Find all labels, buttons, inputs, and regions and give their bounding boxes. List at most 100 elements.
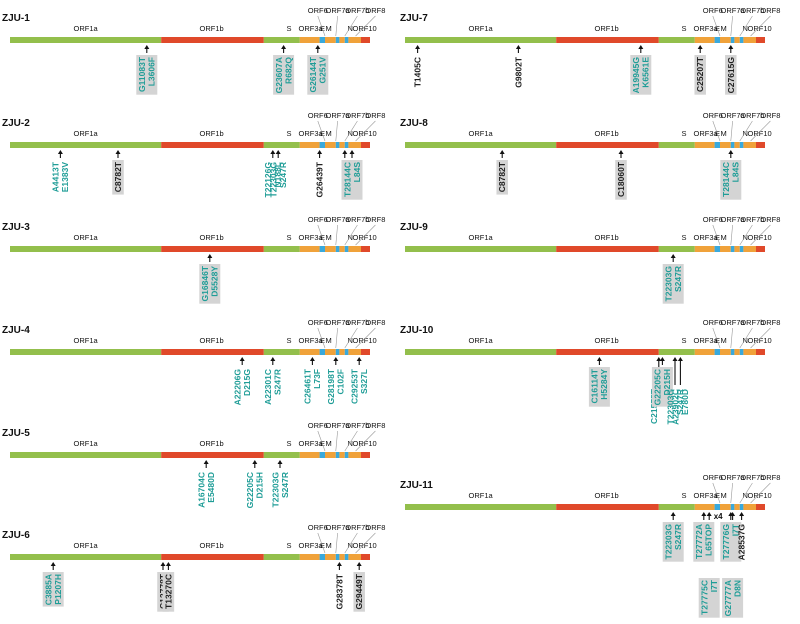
- gene-label: ORF10: [353, 129, 377, 138]
- gene-label: ORF7a: [721, 6, 746, 15]
- gene-label: ORF3a: [694, 336, 719, 345]
- gene-label: ORF7b: [345, 215, 369, 224]
- genome-segment: [734, 504, 740, 510]
- gene-label: ORF7a: [721, 111, 746, 120]
- genome-segment: [10, 554, 162, 560]
- mutation-arrowhead: [333, 357, 339, 361]
- gene-label: ORF1b: [200, 24, 224, 33]
- gene-label: ORF3a: [299, 541, 324, 550]
- sample-title: ZJU-6: [2, 530, 30, 541]
- mutation-label: D215G: [242, 369, 252, 396]
- mutation-arrowhead: [281, 45, 287, 49]
- genome-segment: [361, 452, 370, 458]
- mutation-arrowhead: [315, 45, 321, 49]
- repeat-annotation: x4: [714, 512, 723, 521]
- gene-label: ORF1b: [595, 336, 619, 345]
- gene-leader-line: [750, 482, 771, 504]
- gene-label: S: [286, 233, 291, 242]
- mutation-label: T27772A: [694, 524, 704, 559]
- mutation-label: N188L: [273, 162, 283, 188]
- gene-label: S: [286, 24, 291, 33]
- mutation-label: S247R: [280, 472, 290, 498]
- gene-label: ORF7b: [345, 421, 369, 430]
- gene-label: ORF1a: [74, 24, 99, 33]
- mutation-arrowhead: [656, 357, 662, 361]
- gene-label: ORF8: [760, 6, 780, 15]
- genome-segment: [720, 504, 731, 510]
- mutation-arrowhead: [57, 150, 63, 154]
- mutation-arrowhead: [309, 357, 315, 361]
- genome-segment: [344, 349, 349, 355]
- mutation-highlight: [307, 55, 329, 95]
- gene-label: ORF1b: [595, 233, 619, 242]
- mutation-label: S247R: [673, 524, 683, 550]
- mutation-highlight: [720, 522, 742, 562]
- gene-label: ORF8: [760, 473, 780, 482]
- sample-title: ZJU-8: [400, 118, 428, 129]
- mutation-arrowhead: [270, 357, 276, 361]
- genome-segment: [405, 246, 557, 252]
- mutation-marker: A28537G: [737, 512, 747, 560]
- genome-segment: [743, 504, 756, 510]
- sample-panel-zju-8: ZJU-8ORF1aORF1bSORF3aEMNORF10ORF6ORF7aOR…: [400, 111, 780, 200]
- mutation-arrowhead: [270, 150, 276, 154]
- gene-label: ORF7a: [721, 318, 746, 327]
- genome-segment: [325, 37, 336, 43]
- genome-segment: [299, 554, 320, 560]
- mutation-label: L84S: [731, 162, 741, 183]
- gene-label: N: [742, 491, 747, 500]
- mutation-label: E780D: [680, 389, 690, 415]
- gene-label: ORF10: [353, 233, 377, 242]
- mutation-marker: C27615G: [725, 45, 737, 95]
- mutation-highlight: [588, 367, 610, 407]
- gene-label: M: [720, 233, 726, 242]
- genome-segment: [361, 349, 370, 355]
- mutation-label: C102F: [336, 369, 346, 395]
- sample-title: ZJU-5: [2, 428, 30, 439]
- genome-segment: [734, 349, 740, 355]
- gene-leader-line: [335, 532, 338, 554]
- mutation-label: S247R: [273, 369, 283, 395]
- genome-segment: [730, 246, 735, 252]
- mutation-arrowhead: [50, 562, 56, 566]
- mutation-label: A19945G: [631, 57, 641, 94]
- gene-label: ORF8: [365, 318, 385, 327]
- sample-panel-zju-10: ZJU-10ORF1aORF1bSORF3aEMNORF10ORF6ORF7aO…: [400, 318, 780, 425]
- gene-leader-line: [739, 224, 753, 246]
- gene-label: ORF1a: [74, 541, 99, 550]
- genome-segment: [319, 37, 325, 43]
- gene-leader-line: [317, 532, 326, 554]
- gene-label: ORF7a: [721, 215, 746, 224]
- mutation-highlight: [662, 522, 684, 562]
- mutation-label: T22303G: [663, 524, 673, 560]
- mutation-arrowhead: [207, 254, 213, 258]
- mutation-arrowhead: [317, 150, 323, 154]
- gene-label: ORF7b: [740, 318, 764, 327]
- sample-panel-zju-3: ZJU-3ORF1aORF1bSORF3aEMNORF10ORF6ORF7aOR…: [2, 215, 385, 304]
- mutation-arrowhead: [239, 357, 245, 361]
- genome-segment: [730, 37, 735, 43]
- gene-label: ORF7b: [345, 6, 369, 15]
- genome-segment: [743, 246, 756, 252]
- gene-label: ORF10: [748, 129, 772, 138]
- gene-label: ORF3a: [694, 233, 719, 242]
- mutation-arrowhead: [677, 357, 683, 361]
- genome-segment: [720, 349, 731, 355]
- genome-segment: [361, 37, 370, 43]
- genome-segment: [161, 554, 264, 560]
- gene-leader-line: [344, 15, 358, 37]
- mutation-highlight: [273, 55, 295, 95]
- mutation-arrowhead: [356, 562, 362, 566]
- mutation-label: G16846T: [200, 265, 210, 301]
- mutation-label: T22303G: [663, 266, 673, 302]
- gene-leader-line: [730, 224, 733, 246]
- genome-segment: [348, 37, 361, 43]
